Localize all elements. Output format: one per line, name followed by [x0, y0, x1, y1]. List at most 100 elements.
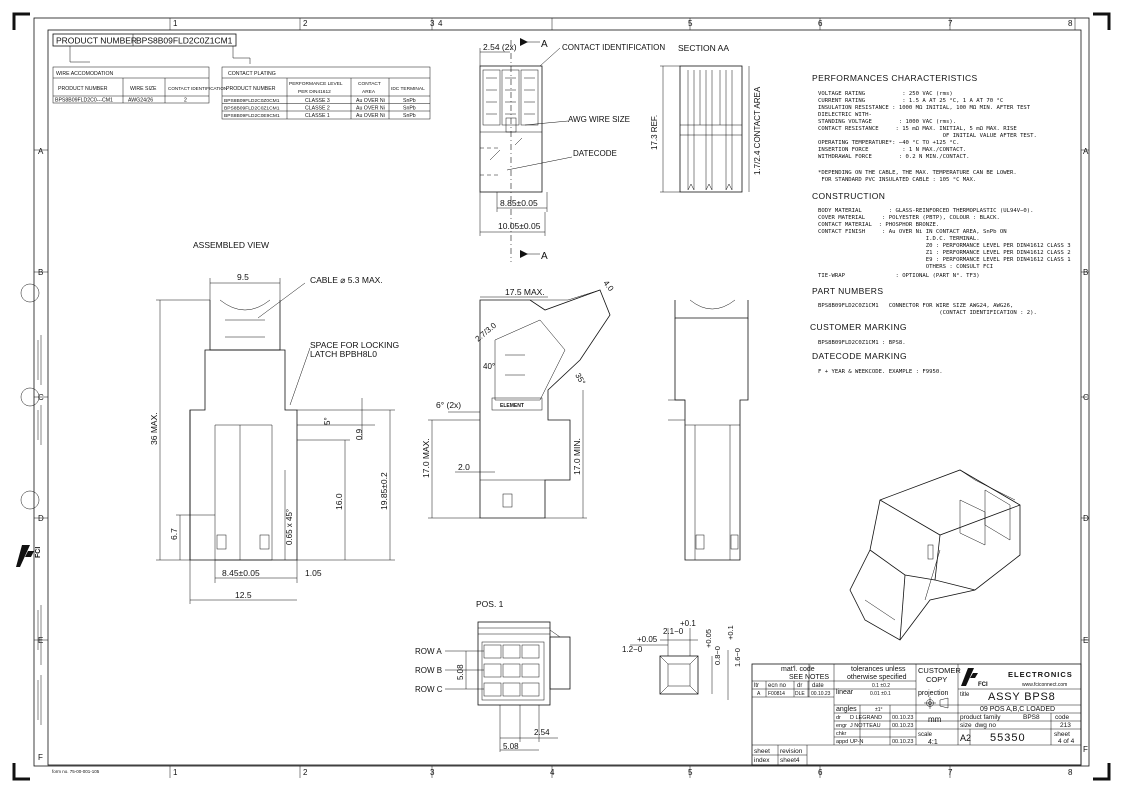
- linear-label: linear: [836, 689, 854, 696]
- wire-table-header: PRODUCT NUMBER: [58, 86, 108, 92]
- dim-9-5: 9.5: [237, 272, 249, 282]
- wire-table-header: CONTACT IDENTIFICATION: [168, 86, 227, 91]
- plating-table-cell: BPS8B09FLD2C0Z0CM1: [224, 98, 280, 104]
- cable-label: CABLE ⌀ 5.3 MAX.: [310, 275, 383, 285]
- rev-dr: DLE: [795, 691, 805, 697]
- part-number-line: BPS8B09FLD2C0Z1CM1 CONNECTOR FOR WIRE SI…: [818, 303, 1013, 309]
- row-label: A: [38, 147, 44, 156]
- col-label: 4: [550, 768, 555, 777]
- pos-view: POS. 1 ROW A ROW B ROW C 5.08 2.54 5.08: [415, 599, 571, 752]
- right-side-view: [668, 299, 749, 561]
- company-name: ELECTRONICS: [1008, 670, 1073, 679]
- size-value: A2: [960, 733, 971, 743]
- perf-line: VOLTAGE RATING : 250 VAC (rms): [818, 91, 953, 97]
- section-letter-a-bottom: A: [541, 251, 548, 262]
- datecode-label: DATECODE: [573, 149, 617, 158]
- sheet-index-label: sheet: [754, 748, 770, 755]
- index-label: index: [754, 757, 770, 764]
- website: www.fciconnect.com: [1022, 682, 1067, 688]
- plating-table-cell: BPS8B09FLD2C0Z1CM1: [224, 105, 280, 111]
- rev-ecn: F00814: [768, 691, 785, 697]
- sheet-label: sheet: [1054, 731, 1070, 738]
- col-label: 8: [1068, 768, 1073, 777]
- dim-17-5-max: 17.5 MAX.: [505, 287, 545, 297]
- engr-label: engr: [836, 723, 847, 729]
- wire-table-cell: BPS8B09FLD2C0---CM1: [55, 98, 113, 104]
- locking-latch-label: LATCH BPBH8L0: [310, 349, 377, 359]
- assembled-view: ASSEMBLED VIEW 9.5 CABLE ⌀ 5.3 MAX. SPAC…: [149, 240, 399, 604]
- dim-35-deg: 35°: [573, 372, 587, 387]
- appd-name: UP-N: [850, 739, 863, 745]
- dr-date: 00.10.23: [892, 715, 913, 721]
- dim-17-min: 17.0 MIN.: [572, 438, 582, 475]
- col-label: 4: [438, 19, 443, 28]
- awg-wire-size-label: AWG WIRE SIZE: [568, 115, 630, 124]
- fci-logo-icon: [16, 545, 34, 567]
- top-view: A A 2.54 (2x) CONTACT IDENTIFICATION AWG…: [479, 38, 665, 262]
- dim-36-max: 36 MAX.: [149, 412, 159, 445]
- col-label: 7: [948, 768, 953, 777]
- row-label: F: [1083, 745, 1088, 754]
- perf-line: WITHDRAWAL FORCE : 0.2 N MIN./CONTACT.: [818, 154, 970, 160]
- construction-line: CONTACT FINISH : Au OVER Ni IN CONTACT A…: [818, 229, 1007, 235]
- plating-table-cell: BPS8B09FLD2C0E9CM1: [224, 113, 280, 119]
- construction-line: Z1 : PERFORMANCE LEVEL PER DIN41612 CLAS…: [818, 250, 1071, 256]
- row-label: C: [38, 393, 44, 402]
- wire-table-header: WIRE SIZE: [130, 86, 157, 92]
- engr-date: 00.10.23: [892, 723, 913, 729]
- dim-5-08-horizontal: 5.08: [503, 742, 519, 751]
- plating-table: CONTACT PLATING PRODUCT NUMBER PERFORMAN…: [221, 66, 431, 120]
- ltr-header: ltr: [754, 683, 759, 689]
- dim-0-9: 0.9: [355, 428, 364, 440]
- drawing-subtitle: 09 POS A,B,C LOADED: [980, 706, 1055, 713]
- dim-5-deg: 5°: [323, 417, 332, 425]
- perf-line: CONTACT RESISTANCE : 15 mΩ MAX. INITIAL,…: [818, 126, 1017, 132]
- part-numbers-title: PART NUMBERS: [812, 286, 883, 296]
- grid-ticks: [34, 18, 1089, 778]
- pos-view-title: POS. 1: [476, 599, 504, 609]
- dim-8-45: 8.45±0.05: [222, 568, 260, 578]
- col-label: 2: [303, 19, 308, 28]
- perf-title: PERFORMANCES CHARACTERISTICS: [812, 73, 978, 83]
- construction-line: I.D.C. TERMINAL.: [818, 236, 980, 242]
- dim-chamfer: 0.65 x 45°: [285, 509, 294, 545]
- product-number-box: PRODUCT NUMBER BPS8B09FLD2C0Z1CM1: [52, 33, 251, 64]
- construction-line: CONTACT MATERIAL : PHOSPHOR BRONZE.: [818, 222, 939, 228]
- customer-marking-title: CUSTOMER MARKING: [810, 322, 907, 332]
- perf-line: INSERTION FORCE : 1 N MAX./CONTACT.: [818, 147, 966, 153]
- sheet4-label: sheet4: [780, 757, 800, 764]
- size-label: size: [960, 722, 972, 729]
- construction-line: TIE-WRAP : OPTIONAL (PART N°. TF3): [818, 273, 980, 279]
- wire-table: WIRE ACCOMODATION PRODUCT NUMBER WIRE SI…: [52, 66, 227, 104]
- dim-detail-3: +0.05: [637, 635, 658, 644]
- col-label: 2: [303, 768, 308, 777]
- drawing-title: ASSY BPS8: [988, 691, 1056, 703]
- dwg-number: 55350: [990, 732, 1026, 744]
- perf-line: OF INITIAL VALUE AFTER TEST.: [818, 133, 1037, 139]
- construction-line: OTHERS : CONSULT FCI: [818, 264, 993, 270]
- dim-16-0: 16.0: [334, 493, 344, 510]
- construction-line: Z0 : PERFORMANCE LEVEL PER DIN41612 CLAS…: [818, 243, 1071, 249]
- plating-table-header: CONTACT: [358, 81, 381, 87]
- sheet-value: 4 of 4: [1058, 738, 1075, 745]
- tolerance-label-1: tolerances unless: [851, 666, 906, 673]
- plating-table-cell: CLASSE 2: [305, 105, 330, 111]
- col-label: 6: [818, 768, 823, 777]
- matl-code-label: mat'l. code: [781, 666, 815, 673]
- col-label: 6: [818, 19, 823, 28]
- wire-table-title: WIRE ACCOMODATION: [56, 71, 114, 77]
- grid-labels: 1 2 3 4 5 6 7 8 1 2 3 4 5 6 7 8 A B C D …: [38, 19, 1089, 777]
- plating-table-cell: Au OVER Ni: [356, 113, 385, 119]
- perf-note: *DEPENDING ON THE CABLE, THE MAX. TEMPER…: [818, 170, 1017, 176]
- tolerance-label-2: otherwise specified: [847, 674, 907, 681]
- fci-brand: FCI: [978, 682, 988, 688]
- row-label: D: [1083, 514, 1089, 523]
- col-label: 5: [688, 19, 693, 28]
- engr-name: J NOTTEAU: [850, 723, 881, 729]
- row-label: A: [1083, 147, 1089, 156]
- specs-notes: PERFORMANCES CHARACTERISTICS VOLTAGE RAT…: [810, 73, 1071, 375]
- title-label: title: [960, 692, 970, 698]
- wire-table-cell: AWG24/26: [128, 98, 153, 104]
- fci-side-label: FCI: [35, 547, 42, 558]
- section-letter-a-top: A: [541, 39, 548, 50]
